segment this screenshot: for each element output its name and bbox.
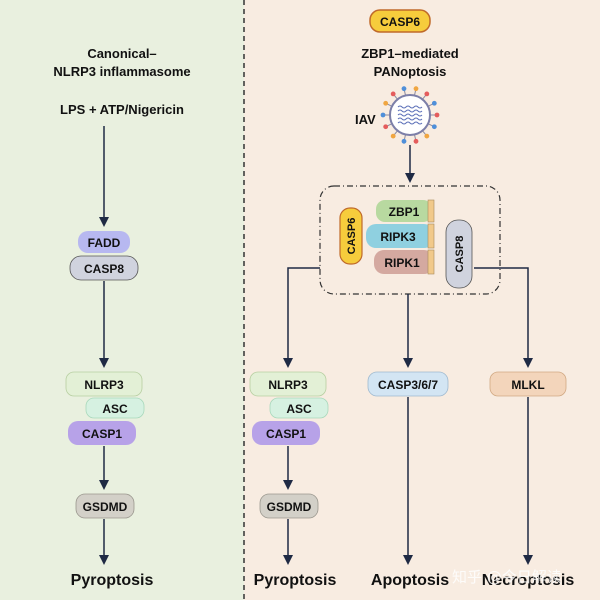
gsdmd-label: GSDMD [83,500,128,514]
right-title-line1: ZBP1–mediated [361,46,459,61]
virus-icon [380,86,440,144]
nlrp3-node: NLRP3 [65,371,143,397]
complex-casp6-node: CASP6 [339,207,363,265]
casp8-label: CASP8 [84,262,124,276]
nlrp3-label: NLRP3 [84,378,124,392]
fadd-label: FADD [88,236,121,250]
casp1-node: CASP1 [68,421,136,445]
left-title-line2: NLRP3 inflammasome [53,64,190,79]
virus-label: IAV [355,112,376,127]
casp6-badge-label: CASP6 [380,15,420,29]
outcome-necroptosis: Necroptosis [482,572,575,589]
fadd-node: FADD [78,231,130,253]
complex-casp8-label: CASP8 [454,236,466,273]
complex-casp8-node: CASP8 [445,219,473,289]
left-title-line1: Canonical– [87,46,156,61]
left-trigger-label: LPS + ATP/Nigericin [60,102,184,117]
right-outcome-pyroptosis: Pyroptosis [254,572,337,589]
asc-label: ASC [102,402,128,416]
outcome-apoptosis: Apoptosis [371,572,449,589]
panoptosome-complex-box [319,185,501,295]
casp3-6-7-label: CASP3/6/7 [378,378,438,392]
ripk3-label: RIPK3 [380,230,416,244]
watermark-text: 知乎 @今日解读 [452,568,562,586]
ripk3-node: RIPK3 [366,223,435,249]
casp1-label: CASP1 [82,427,122,441]
mlkl-label: MLKL [511,378,544,392]
complex-casp6-label: CASP6 [346,218,358,255]
right-gsdmd-label: GSDMD [267,500,312,514]
right-title-line2: PANoptosis [374,64,447,79]
mlkl-node: MLKL [489,371,567,397]
zbp1-label: ZBP1 [389,205,420,219]
arrow-complex-to-pyroptosis-branch [283,267,320,368]
right-casp1-node: CASP1 [252,421,320,445]
right-asc-node: ASC [269,397,329,419]
right-nlrp3-label: NLRP3 [268,378,308,392]
left-outcome-pyroptosis: Pyroptosis [71,572,154,589]
ripk1-node: RIPK1 [374,249,435,275]
zbp1-node: ZBP1 [376,199,435,223]
casp8-node: CASP8 [69,255,139,281]
arrow-complex-to-necroptosis-branch [474,267,533,368]
gsdmd-node: GSDMD [75,493,135,519]
casp6-badge: CASP6 [369,9,431,33]
right-nlrp3-node: NLRP3 [249,371,327,397]
right-asc-label: ASC [286,402,312,416]
asc-node: ASC [85,397,145,419]
ripk1-label: RIPK1 [384,256,420,270]
right-gsdmd-node: GSDMD [259,493,319,519]
casp3-6-7-node: CASP3/6/7 [367,371,449,397]
right-casp1-label: CASP1 [266,427,306,441]
